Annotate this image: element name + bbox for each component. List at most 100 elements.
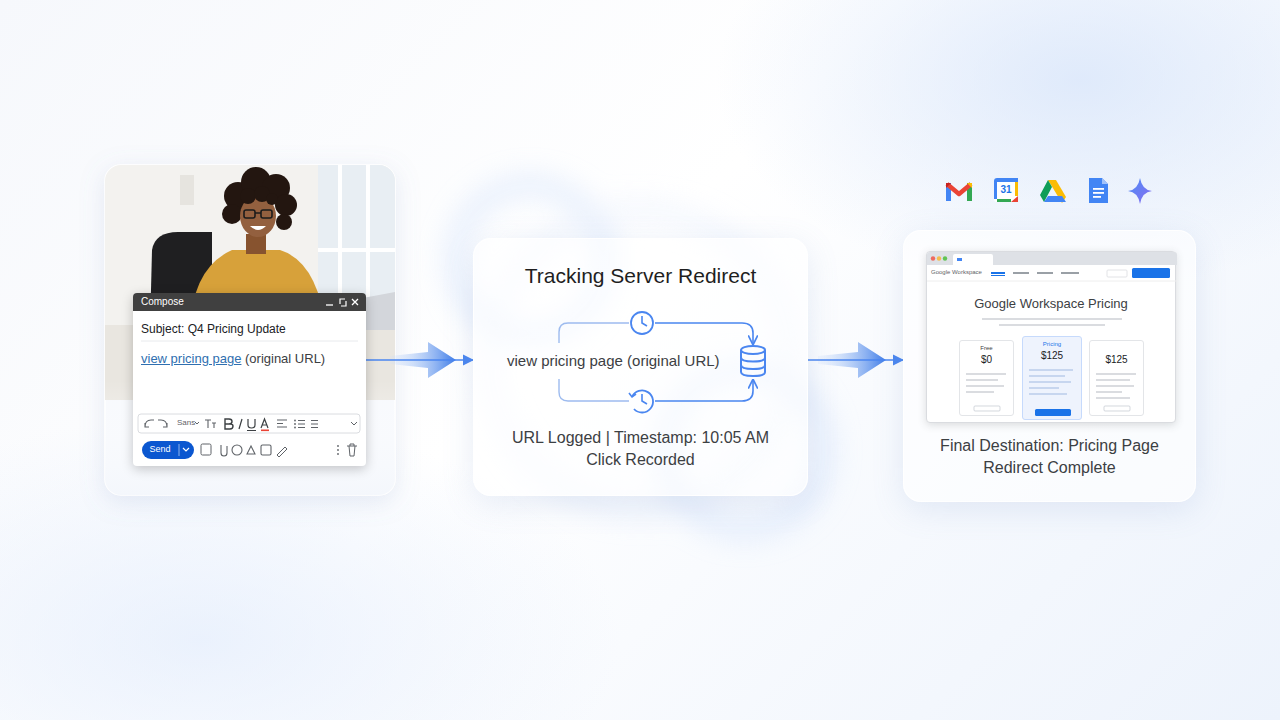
path-shape bbox=[559, 323, 629, 343]
line-shape bbox=[141, 341, 358, 342]
docs-icon bbox=[1089, 178, 1108, 203]
path-shape bbox=[642, 316, 647, 326]
circle-shape bbox=[275, 194, 297, 216]
circle-shape bbox=[232, 445, 242, 455]
rect-shape bbox=[1029, 387, 1059, 389]
tier-name: Free bbox=[960, 345, 1013, 352]
path-shape bbox=[221, 445, 227, 456]
rect-shape bbox=[994, 178, 1018, 202]
path-shape bbox=[195, 422, 199, 424]
flow-connector bbox=[808, 359, 903, 361]
rect-shape bbox=[1037, 272, 1053, 274]
button-label: Send bbox=[143, 444, 177, 455]
path-shape bbox=[158, 420, 167, 427]
rect-shape bbox=[1035, 409, 1071, 416]
process-panel: Tracking Server Redirectview pricing pag… bbox=[473, 238, 808, 496]
tier-price: $0 bbox=[960, 354, 1013, 366]
rect-shape bbox=[244, 210, 255, 218]
rect-shape bbox=[246, 234, 266, 254]
rect-shape bbox=[982, 318, 1122, 320]
rect-shape bbox=[966, 385, 1004, 387]
path-shape bbox=[1011, 196, 1018, 202]
path-shape bbox=[133, 293, 366, 311]
path-shape bbox=[967, 183, 972, 188]
tier-features bbox=[960, 341, 1015, 417]
rect-shape bbox=[1104, 406, 1130, 411]
path-shape bbox=[205, 420, 216, 428]
drive-icon bbox=[1040, 180, 1066, 203]
line-shape bbox=[326, 304, 333, 305]
rect-shape bbox=[1093, 192, 1104, 194]
path-shape bbox=[247, 419, 256, 431]
rect-shape bbox=[261, 445, 271, 455]
path-shape bbox=[277, 447, 287, 457]
path-shape bbox=[298, 421, 305, 428]
rect-shape bbox=[991, 272, 1005, 274]
path-shape bbox=[741, 350, 765, 376]
compose-window: ComposeSubject: Q4 Pricing Updateview pr… bbox=[133, 293, 366, 466]
path-shape bbox=[655, 323, 753, 343]
calendar-icon bbox=[994, 178, 1018, 202]
circle-shape bbox=[931, 256, 935, 260]
path-shape bbox=[351, 422, 357, 425]
pricing-tier: Free $0 bbox=[959, 340, 1014, 416]
rect-shape bbox=[1096, 385, 1134, 387]
path-shape bbox=[946, 183, 951, 188]
circle-shape bbox=[631, 312, 653, 334]
pricing-tier: Pricing$125 bbox=[1022, 336, 1082, 420]
path-shape bbox=[953, 254, 993, 265]
ellipse-shape bbox=[741, 346, 765, 354]
tier-features bbox=[1023, 337, 1083, 421]
path-shape bbox=[1089, 178, 1108, 203]
subject-line: Subject: Q4 Pricing Update bbox=[141, 322, 286, 336]
path-shape bbox=[340, 299, 346, 306]
rect-shape bbox=[1013, 272, 1029, 274]
line-shape bbox=[927, 281, 1177, 282]
path-shape bbox=[1102, 178, 1108, 184]
rect-shape bbox=[1015, 182, 1018, 196]
panel-title: Tracking Server Redirect bbox=[474, 263, 807, 288]
rect-shape bbox=[966, 379, 998, 381]
rect-shape bbox=[957, 258, 962, 261]
path-shape bbox=[559, 379, 629, 401]
rect-shape bbox=[261, 210, 272, 218]
circle-shape bbox=[337, 449, 339, 451]
rect-shape bbox=[1096, 373, 1136, 375]
path-shape bbox=[261, 419, 268, 428]
circle-shape bbox=[276, 214, 292, 230]
circle-shape bbox=[294, 420, 296, 422]
tier-price: $125 bbox=[1090, 354, 1143, 366]
rect-shape bbox=[1061, 272, 1079, 274]
logo-text: Google Workspace bbox=[931, 269, 982, 276]
rect-shape bbox=[1029, 381, 1071, 383]
rect-shape bbox=[1029, 393, 1067, 395]
tier-features bbox=[1090, 341, 1145, 417]
circle-shape bbox=[294, 427, 296, 429]
caption-text: Final Destination: Pricing Page Redirect… bbox=[924, 435, 1175, 480]
path-shape bbox=[947, 184, 971, 194]
rect-shape bbox=[201, 444, 211, 455]
gemini-icon bbox=[1128, 178, 1152, 204]
path-shape bbox=[741, 358, 765, 362]
rect-shape bbox=[994, 181, 997, 199]
rect-shape bbox=[974, 406, 1000, 411]
tier-name: Pricing bbox=[1023, 341, 1081, 348]
rect-shape bbox=[997, 199, 1011, 202]
line-shape bbox=[318, 248, 395, 252]
path-shape bbox=[1044, 196, 1066, 202]
font-name: Sans bbox=[177, 418, 195, 428]
path-shape bbox=[311, 421, 318, 428]
swirl-rings bbox=[455, 185, 825, 530]
circle-shape bbox=[337, 445, 339, 447]
g-shape bbox=[240, 186, 278, 205]
rect-shape bbox=[966, 373, 1006, 375]
line-shape bbox=[179, 444, 180, 456]
path-shape bbox=[352, 299, 358, 305]
rect-shape bbox=[1096, 391, 1122, 393]
rect-shape bbox=[1132, 268, 1170, 278]
path-shape bbox=[183, 448, 189, 451]
calendar-date: 31 bbox=[994, 184, 1018, 196]
path-shape bbox=[247, 446, 255, 454]
